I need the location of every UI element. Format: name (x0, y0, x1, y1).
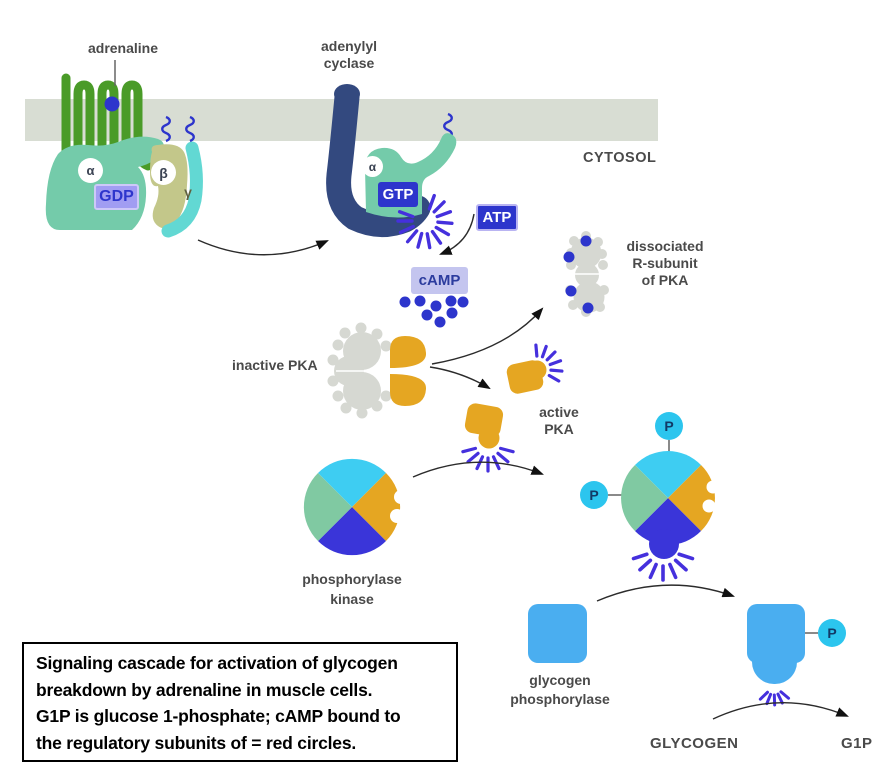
caption-line4: the regulatory subunits of = red circles… (36, 732, 357, 753)
reaction-arrows (197, 213, 849, 720)
active-pka-line1: active (539, 404, 579, 420)
caption-line3: G1P is glucose 1-phosphate; cAMP bound t… (36, 706, 401, 726)
gtp-badge: GTP (378, 182, 418, 207)
adenylyl-cyclase-line1: adenylyl (320, 38, 378, 54)
atp-badge: ATP (476, 204, 518, 231)
glycogen-phosphorylase-label: glycogen phosphorylase (500, 671, 620, 709)
arrow-atp-to-camp (439, 213, 475, 255)
adrenaline-label: adrenaline (87, 40, 159, 56)
arrow-kinase-activation (412, 461, 544, 478)
camp-badge: cAMP (411, 267, 468, 294)
arrow-phosphorylase-activation (596, 584, 735, 602)
camp-bound-dots (563, 235, 594, 314)
phosphorylase-kinase-label: phosphorylase kinase (292, 569, 412, 609)
arrow-gprotein-to-ac (197, 239, 329, 256)
g-gamma-letter: γ (184, 184, 192, 200)
arrow-pka-to-active (429, 366, 491, 390)
phosphorylase-kinase-active-shape (608, 440, 720, 559)
cytosol-label: CYTOSOL (583, 150, 657, 166)
phosphate-badge-kinase-left: P (580, 481, 608, 509)
caption-line1: Signaling cascade for activation of glyc… (36, 653, 398, 673)
glyc-phos-line2: phosphorylase (510, 691, 610, 707)
g-alpha-letter-active: α (362, 156, 383, 177)
adenylyl-cyclase-label: adenylyl cyclase (304, 38, 394, 72)
adenylyl-cyclase-line2: cyclase (323, 55, 375, 71)
glycogen-label: GLYCOGEN (650, 735, 739, 752)
phosphate-badge-kinase-top: P (655, 412, 683, 440)
caption-line2: breakdown by adrenaline in muscle cells. (36, 679, 373, 700)
phos-kinase-line2: kinase (330, 591, 374, 607)
dissociated-r-subunit-label: dissociated R-subunit of PKA (612, 238, 718, 289)
phosphorylase-kinase-shape (303, 458, 408, 556)
inactive-pka-r-subunit (327, 322, 392, 419)
gdp-badge: GDP (94, 184, 139, 210)
adrenaline-molecule-dot (104, 96, 120, 112)
dissociated-line2: R-subunit (632, 255, 698, 271)
arrow-glycogen-to-g1p (712, 702, 849, 720)
dissociated-line1: dissociated (626, 238, 704, 254)
lipid-anchor-squiggles (161, 112, 453, 143)
dissociated-line3: of PKA (641, 272, 689, 288)
phos-kinase-line1: phosphorylase (302, 571, 402, 587)
g-beta-letter: β (151, 160, 176, 185)
active-pka-line2: PKA (544, 421, 574, 437)
g-alpha-letter: α (78, 158, 103, 183)
active-pka-label: active PKA (528, 404, 590, 438)
starburst-active-pka-lower (461, 446, 515, 473)
kinase-active-site-knob (649, 529, 679, 559)
active-pka-upper-shape (506, 360, 547, 394)
inactive-pka-label: inactive PKA (232, 357, 318, 373)
active-pka-lower-shape (464, 403, 504, 449)
g-gamma-subunit-shape (161, 141, 203, 238)
camp-dots (399, 295, 469, 328)
glycogen-phosphorylase-shape (528, 604, 587, 663)
caption-box: Signaling cascade for activation of glyc… (22, 642, 458, 762)
g1p-label: G1P (841, 735, 873, 752)
glyc-phos-line1: glycogen (529, 672, 591, 688)
arrow-pka-to-rsubunit (431, 307, 544, 365)
adrenaline-receptor (61, 73, 153, 171)
phosphate-badge-phosphorylase: P (818, 619, 846, 647)
inactive-pka-c-subunits (390, 336, 427, 406)
